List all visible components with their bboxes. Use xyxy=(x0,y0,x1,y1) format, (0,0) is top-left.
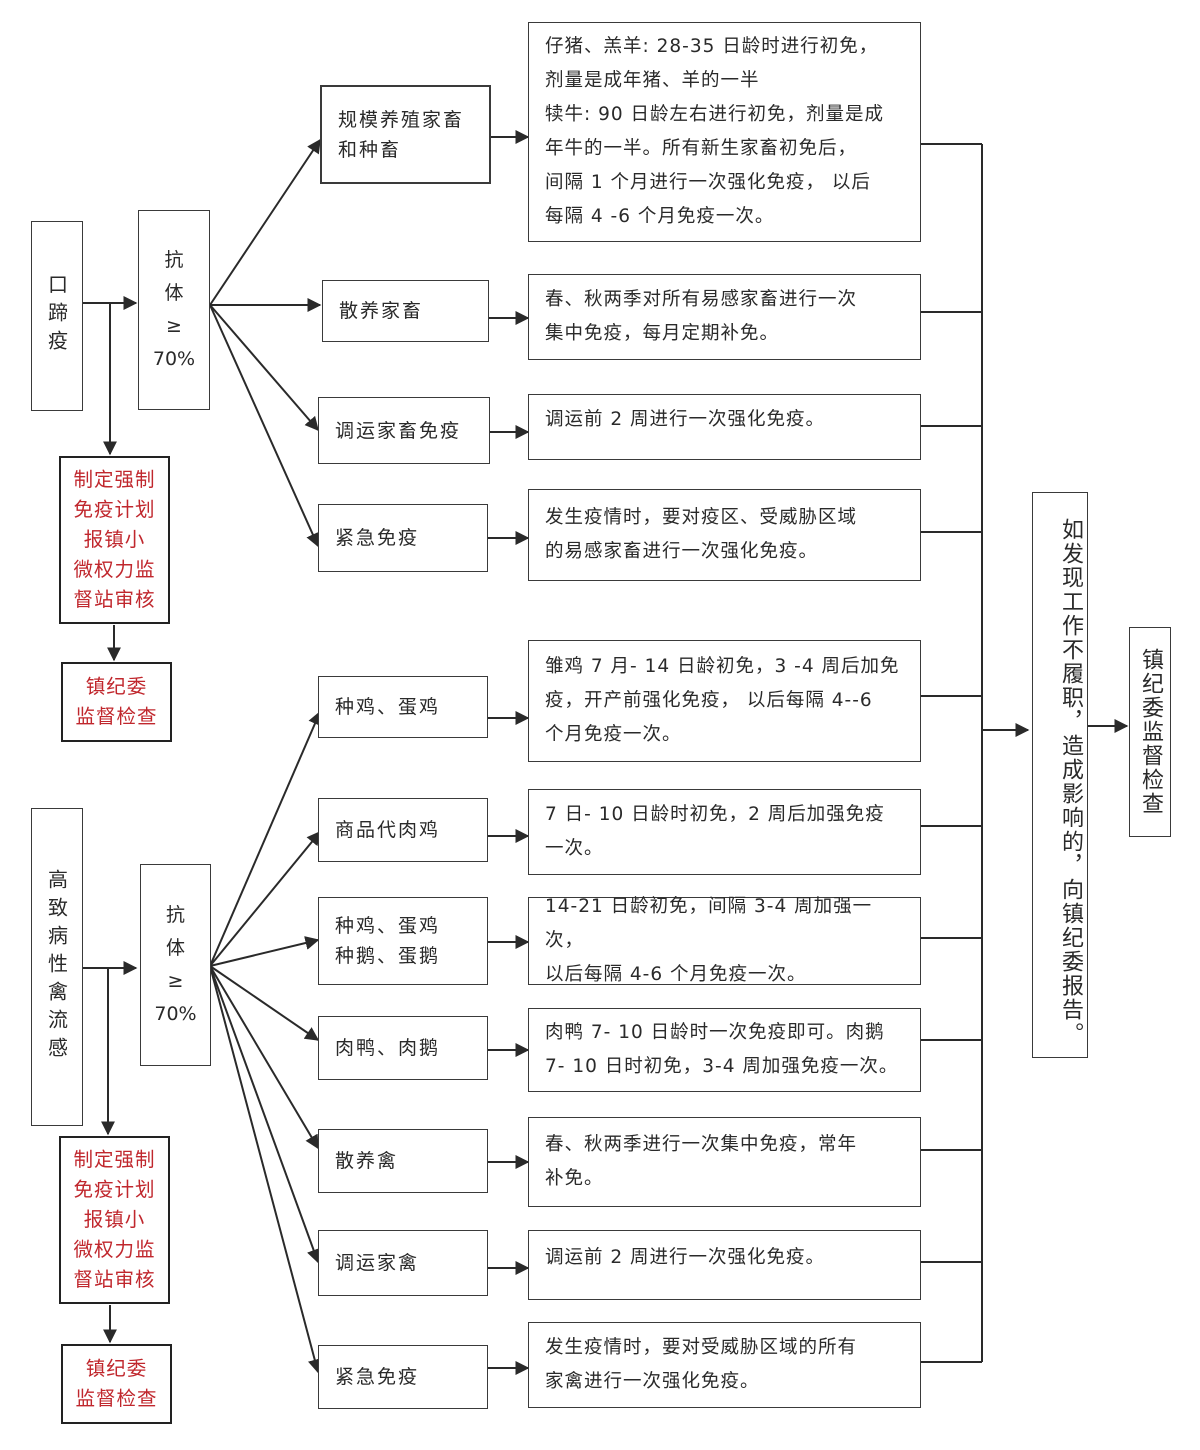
fmd-desc-large-scale: 仔猪、羔羊: 28-35 日龄时进行初免， 剂量是成年猪、羊的一半 犊牛: 90… xyxy=(528,22,921,242)
hpai-category-emergency: 紧急免疫 xyxy=(318,1345,488,1409)
hpai-plan-box: 制定强制 免疫计划 报镇小 微权力监 督站审核 xyxy=(59,1136,170,1304)
hpai-desc-text: 14-21 日龄初免，间隔 3-4 周加强一次， 以后每隔 4-6 个月免疫一次… xyxy=(545,896,873,985)
final-supervise-box: 镇纪委监督检查 xyxy=(1129,627,1171,837)
fmd-antibody-box: 抗 体 ≥ 70% xyxy=(138,210,210,410)
fmd-desc-text: 发生疫情时，要对疫区、受威胁区域 的易感家畜进行一次强化免疫。 xyxy=(545,507,858,562)
fmd-desc-emergency: 发生疫情时，要对疫区、受威胁区域 的易感家畜进行一次强化免疫。 xyxy=(528,489,921,581)
hpai-title: 高致病性禽流感 xyxy=(44,869,69,1065)
fmd-category-emergency: 紧急免疫 xyxy=(318,504,488,572)
fmd-title-box: 口蹄疫 xyxy=(31,221,83,411)
hpai-category-label: 调运家禽 xyxy=(335,1252,420,1274)
hpai-desc-transport: 调运前 2 周进行一次强化免疫。 xyxy=(528,1230,921,1300)
fmd-desc-text: 仔猪、羔羊: 28-35 日龄时进行初免， 剂量是成年猪、羊的一半 犊牛: 90… xyxy=(545,36,885,227)
hpai-category-broiler: 商品代肉鸡 xyxy=(318,798,488,862)
fmd-desc-transport: 调运前 2 周进行一次强化免疫。 xyxy=(528,394,921,460)
hpai-category-label: 肉鸭、肉鹅 xyxy=(335,1037,441,1059)
hpai-desc-text: 7 日- 10 日龄时初免，2 周后加强免疫 一次。 xyxy=(545,804,885,859)
fmd-desc-free-range: 春、秋两季对所有易感家畜进行一次 集中免疫，每月定期补免。 xyxy=(528,274,921,360)
hpai-category-label: 散养禽 xyxy=(335,1150,399,1172)
hpai-desc-free-range-poultry: 春、秋两季进行一次集中免疫，常年 补免。 xyxy=(528,1117,921,1207)
fmd-category-transport: 调运家畜免疫 xyxy=(318,397,490,464)
hpai-category-meat-duck-goose: 肉鸭、肉鹅 xyxy=(318,1016,488,1080)
fmd-category-label: 紧急免疫 xyxy=(335,527,420,549)
hpai-desc-text: 春、秋两季进行一次集中免疫，常年 补免。 xyxy=(545,1134,858,1189)
hpai-title-box: 高致病性禽流感 xyxy=(31,808,83,1126)
fmd-supervise-box: 镇纪委 监督检查 xyxy=(61,662,172,742)
fmd-category-label: 规模养殖家畜 和种畜 xyxy=(338,108,465,161)
hpai-supervise-box: 镇纪委 监督检查 xyxy=(61,1344,172,1424)
hpai-desc-emergency: 发生疫情时，要对受威胁区域的所有 家禽进行一次强化免疫。 xyxy=(528,1322,921,1408)
hpai-desc-meat-duck-goose: 肉鸭 7- 10 日龄时一次免疫即可。肉鹅 7- 10 日时初免，3-4 周加强… xyxy=(528,1008,921,1092)
hpai-category-free-range-poultry: 散养禽 xyxy=(318,1129,488,1193)
hpai-desc-text: 肉鸭 7- 10 日龄时一次免疫即可。肉鹅 7- 10 日时初免，3-4 周加强… xyxy=(545,1022,899,1077)
hpai-category-label: 种鸡、蛋鸡 种鹅、蛋鹅 xyxy=(335,915,441,967)
hpai-desc-breeder-layer-chicken: 雏鸡 7 月- 14 日龄初免，3 -4 周后加免 疫，开产前强化免疫， 以后每… xyxy=(528,640,921,762)
fmd-category-label: 散养家畜 xyxy=(339,300,424,322)
fmd-category-free-range: 散养家畜 xyxy=(322,280,489,342)
hpai-antibody-box: 抗 体 ≥ 70% xyxy=(140,864,211,1066)
fmd-title: 口蹄疫 xyxy=(44,274,69,358)
hpai-desc-text: 雏鸡 7 月- 14 日龄初免，3 -4 周后加免 疫，开产前强化免疫， 以后每… xyxy=(545,656,900,745)
fmd-plan: 制定强制 免疫计划 报镇小 微权力监 督站审核 xyxy=(73,468,156,611)
final-supervise-text: 镇纪委监督检查 xyxy=(1138,648,1163,816)
fmd-plan-box: 制定强制 免疫计划 报镇小 微权力监 督站审核 xyxy=(59,456,170,624)
fmd-category-label: 调运家畜免疫 xyxy=(335,419,462,442)
fmd-desc-text: 调运前 2 周进行一次强化免疫。 xyxy=(545,409,826,430)
hpai-supervise: 镇纪委 监督检查 xyxy=(75,1357,158,1410)
report-text: 如发现工作不履职，造成影响的，向镇纪委报告。 xyxy=(1058,518,1083,1046)
fmd-antibody: 抗 体 ≥ 70% xyxy=(152,249,196,370)
hpai-category-breeder-goose: 种鸡、蛋鸡 种鹅、蛋鹅 xyxy=(318,897,488,985)
fmd-desc-text: 春、秋两季对所有易感家畜进行一次 集中免疫，每月定期补免。 xyxy=(545,289,858,344)
hpai-desc-broiler: 7 日- 10 日龄时初免，2 周后加强免疫 一次。 xyxy=(528,789,921,875)
hpai-category-label: 商品代肉鸡 xyxy=(335,819,441,841)
report-box: 如发现工作不履职，造成影响的，向镇纪委报告。 xyxy=(1032,492,1088,1058)
hpai-category-label: 紧急免疫 xyxy=(335,1366,420,1388)
hpai-desc-text: 发生疫情时，要对受威胁区域的所有 家禽进行一次强化免疫。 xyxy=(545,1337,858,1392)
fmd-category-large-scale: 规模养殖家畜 和种畜 xyxy=(320,85,491,184)
hpai-category-breeder-layer-chicken: 种鸡、蛋鸡 xyxy=(318,676,488,738)
hpai-desc-breeder-goose: 14-21 日龄初免，间隔 3-4 周加强一次， 以后每隔 4-6 个月免疫一次… xyxy=(528,896,921,985)
hpai-category-label: 种鸡、蛋鸡 xyxy=(335,696,441,718)
hpai-plan: 制定强制 免疫计划 报镇小 微权力监 督站审核 xyxy=(73,1148,156,1291)
hpai-antibody: 抗 体 ≥ 70% xyxy=(154,904,197,1025)
hpai-category-transport: 调运家禽 xyxy=(318,1230,488,1296)
fmd-supervise: 镇纪委 监督检查 xyxy=(75,675,158,728)
hpai-desc-text: 调运前 2 周进行一次强化免疫。 xyxy=(545,1247,826,1268)
